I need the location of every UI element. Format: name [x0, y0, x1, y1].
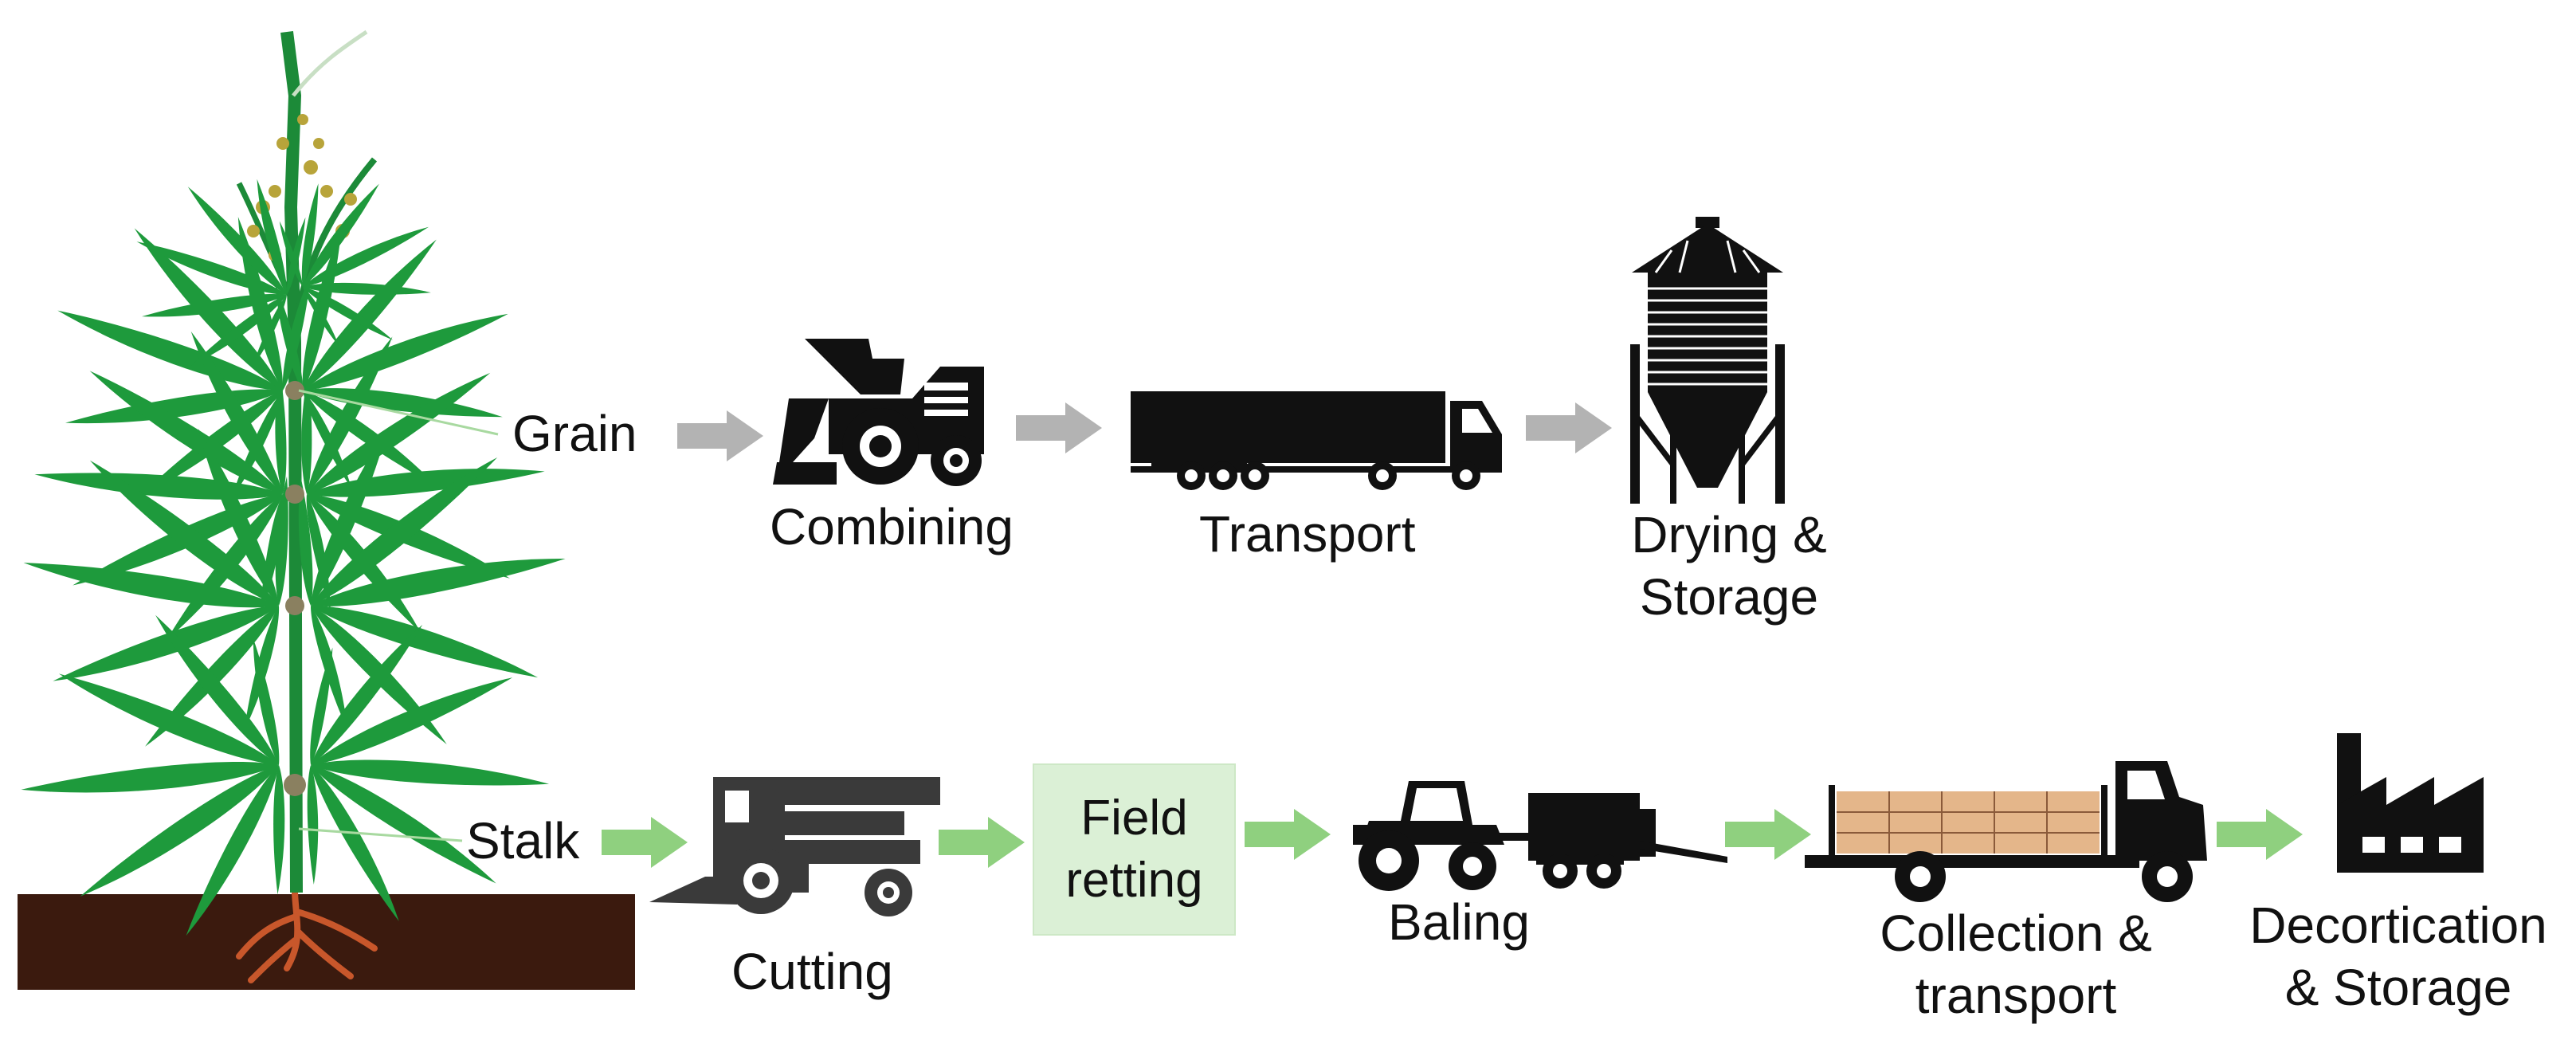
arrow-icon [602, 817, 688, 868]
label-line-2: & Storage [2284, 959, 2512, 1016]
label-line-2: retting [1065, 853, 1203, 908]
step-label-baling: Baling [1388, 893, 1530, 951]
grain-label: Grain [512, 405, 637, 462]
step-label-collection-transport: Collection & transport [1857, 902, 2175, 1026]
stalk-label: Stalk [466, 812, 580, 869]
semi-truck-icon [1131, 391, 1502, 490]
step-label-transport: Transport [1199, 505, 1416, 563]
label-line-1: Field [1080, 791, 1188, 846]
label-line-1: Drying & [1631, 506, 1827, 563]
field-retting-box: Field retting [1033, 763, 1236, 936]
step-label-cutting: Cutting [731, 943, 893, 1000]
tractor-baler-icon [1353, 781, 1727, 891]
arrow-icon [2217, 809, 2303, 860]
seed-clusters [247, 114, 357, 269]
cargo-crates [1837, 791, 2100, 854]
mower-harvester-icon [649, 777, 940, 916]
arrow-icon [1725, 809, 1811, 860]
roots [236, 889, 378, 983]
step-label-drying-storage: Drying & Storage [1610, 504, 1849, 628]
arrow-icon [1245, 809, 1331, 860]
soil [18, 894, 635, 990]
arrow-icon [1016, 402, 1102, 453]
label-line-1: Decortication [2249, 897, 2547, 954]
step-label-decortication-storage: Decortication & Storage [2231, 894, 2566, 1018]
label-line-1: Collection & [1880, 905, 2152, 962]
flatbed-truck-icon [1805, 761, 2207, 902]
factory-icon [2337, 733, 2484, 873]
grain-silo-icon [1630, 217, 1785, 504]
stem [280, 31, 303, 893]
label-line-2: transport [1915, 967, 2117, 1024]
combine-harvester-icon [773, 339, 984, 486]
label-line-2: Storage [1639, 568, 1819, 626]
arrow-icon [677, 410, 763, 461]
arrow-icon [939, 817, 1025, 868]
arrow-icon [1526, 402, 1612, 453]
hemp-plant-icon [0, 29, 635, 990]
step-label-combining: Combining [770, 498, 1014, 555]
